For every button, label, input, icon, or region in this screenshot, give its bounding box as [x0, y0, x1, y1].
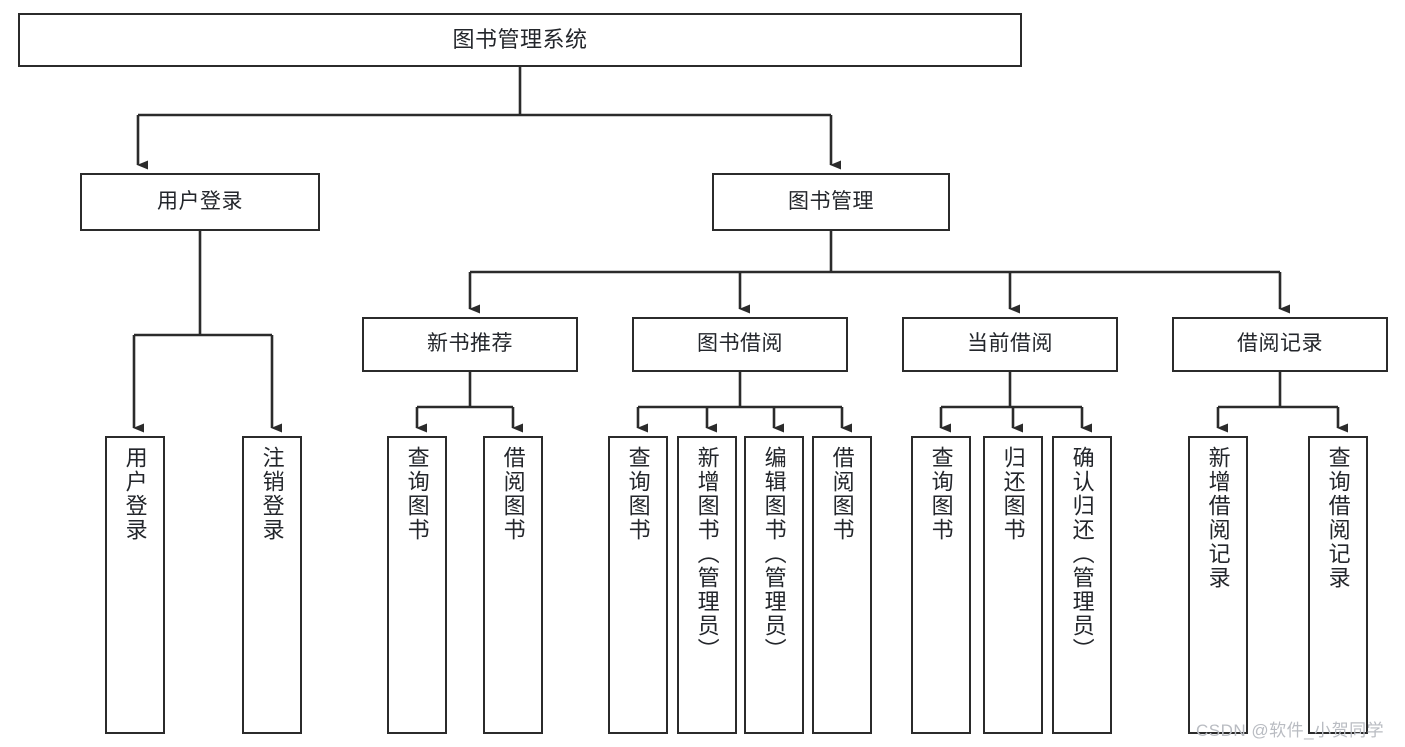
node-leaf-confirm-return-label: 确认归还（管理员）: [1069, 446, 1095, 662]
node-leaf-borrow-book-b[interactable]: 借阅图书: [812, 436, 872, 734]
node-leaf-query-book-b-label: 查询图书: [625, 446, 651, 542]
node-user-login[interactable]: 用户登录: [80, 173, 320, 231]
node-leaf-return-book-label: 归还图书: [1000, 446, 1026, 542]
node-leaf-return-book[interactable]: 归还图书: [983, 436, 1043, 734]
node-leaf-borrow-book-a[interactable]: 借阅图书: [483, 436, 543, 734]
node-book-manage-label: 图书管理: [788, 189, 874, 213]
node-new-book-rec-label: 新书推荐: [427, 332, 513, 356]
node-leaf-query-book-c[interactable]: 查询图书: [911, 436, 971, 734]
node-book-borrow[interactable]: 图书借阅: [632, 317, 848, 372]
node-leaf-query-book-c-label: 查询图书: [928, 446, 954, 542]
node-root-label: 图书管理系统: [452, 27, 588, 53]
node-current-borrow-label: 当前借阅: [967, 332, 1053, 356]
node-leaf-edit-book-label: 编辑图书（管理员）: [761, 446, 787, 662]
node-user-login-label: 用户登录: [157, 189, 243, 213]
node-leaf-user-logout-label: 注销登录: [259, 446, 285, 542]
node-new-book-rec[interactable]: 新书推荐: [362, 317, 578, 372]
node-borrow-record[interactable]: 借阅记录: [1172, 317, 1388, 372]
node-leaf-add-book[interactable]: 新增图书（管理员）: [677, 436, 737, 734]
node-book-borrow-label: 图书借阅: [697, 332, 783, 356]
node-leaf-confirm-return[interactable]: 确认归还（管理员）: [1052, 436, 1112, 734]
node-leaf-user-login[interactable]: 用户登录: [105, 436, 165, 734]
node-book-manage[interactable]: 图书管理: [712, 173, 950, 231]
node-leaf-borrow-book-b-label: 借阅图书: [829, 446, 855, 542]
csdn-watermark: CSDN @软件_小贺同学: [1196, 721, 1385, 740]
node-leaf-query-book-a-label: 查询图书: [404, 446, 430, 542]
node-root[interactable]: 图书管理系统: [18, 13, 1022, 67]
node-leaf-edit-book[interactable]: 编辑图书（管理员）: [744, 436, 804, 734]
node-leaf-query-book-a[interactable]: 查询图书: [387, 436, 447, 734]
node-leaf-user-login-label: 用户登录: [122, 446, 148, 542]
node-leaf-query-record-label: 查询借阅记录: [1325, 446, 1351, 590]
node-leaf-add-record[interactable]: 新增借阅记录: [1188, 436, 1248, 734]
node-leaf-add-book-label: 新增图书（管理员）: [694, 446, 720, 662]
node-leaf-query-book-b[interactable]: 查询图书: [608, 436, 668, 734]
node-leaf-borrow-book-a-label: 借阅图书: [500, 446, 526, 542]
node-leaf-user-logout[interactable]: 注销登录: [242, 436, 302, 734]
node-borrow-record-label: 借阅记录: [1237, 332, 1323, 356]
node-leaf-query-record[interactable]: 查询借阅记录: [1308, 436, 1368, 734]
node-leaf-add-record-label: 新增借阅记录: [1205, 446, 1231, 590]
node-current-borrow[interactable]: 当前借阅: [902, 317, 1118, 372]
